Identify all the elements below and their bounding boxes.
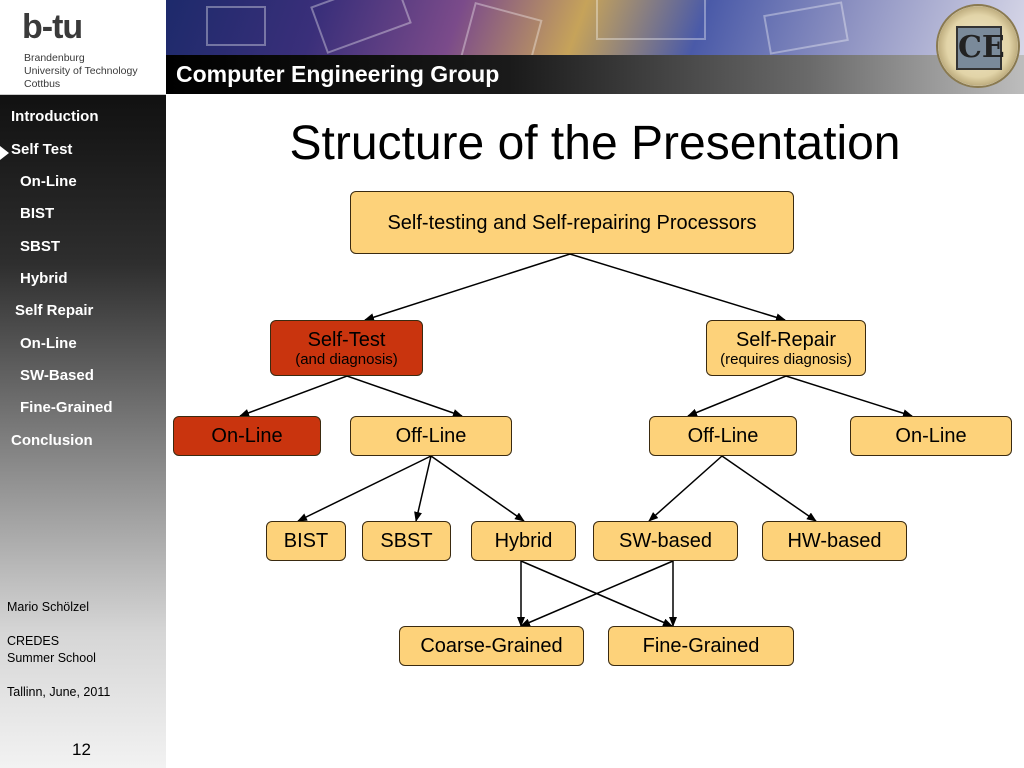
page-number: 12 <box>72 740 91 759</box>
node-repair-on-line-label: On-Line <box>895 425 967 447</box>
edge-test_offline-to-sbst <box>414 455 432 522</box>
node-sbst-label: SBST <box>380 530 433 552</box>
node-self-test-sublabel: (and diagnosis) <box>295 350 398 368</box>
node-self-repair-label: Self-Repair <box>735 328 837 351</box>
edge-self_repair-to-repair_online <box>785 375 913 418</box>
node-test-off-line: Off-Line <box>350 416 512 456</box>
group-bar <box>166 55 1024 94</box>
logo-mark: b-tu <box>22 8 83 46</box>
logo-line: Brandenburg <box>24 52 85 64</box>
sidebar-item-repair-on-line[interactable]: On-Line <box>20 335 77 352</box>
node-bist-label: BIST <box>283 530 329 552</box>
node-sbst: SBST <box>362 521 451 561</box>
node-coarse-grained-label: Coarse-Grained <box>420 635 563 657</box>
university-logo: b-tu Brandenburg University of Technolog… <box>0 0 166 95</box>
sidebar-item-on-line[interactable]: On-Line <box>20 173 77 190</box>
sidebar-item-sbst[interactable]: SBST <box>20 238 61 255</box>
sidebar-item-introduction[interactable]: Introduction <box>11 108 99 125</box>
node-fine-grained: Fine-Grained <box>608 626 794 666</box>
current-section-marker-icon <box>0 146 9 160</box>
edge-self_test-to-test_online <box>239 375 348 417</box>
edge-self_repair-to-repair_offline <box>687 375 787 417</box>
node-sw-based: SW-based <box>593 521 738 561</box>
node-sw-based-label: SW-based <box>618 530 712 552</box>
node-hw-based-label: HW-based <box>787 530 882 552</box>
event-subtitle: Summer School <box>7 651 96 665</box>
sidebar-item-self-test[interactable]: Self Test <box>11 141 73 158</box>
node-fine-grained-label: Fine-Grained <box>642 635 760 657</box>
slide-title: Structure of the Presentation <box>289 117 901 170</box>
logo-text: Brandenburg University of Technology Cot… <box>24 52 138 91</box>
node-root: Self-testing and Self-repairing Processo… <box>350 191 794 254</box>
edge-repair_offline-to-hw_based <box>721 455 817 522</box>
author-name: Mario Schölzel <box>7 600 89 614</box>
diagram-edges <box>239 253 913 627</box>
edge-repair_offline-to-sw_based <box>648 455 723 522</box>
node-hybrid-label: Hybrid <box>494 530 553 552</box>
edge-root-to-self_repair <box>569 253 786 322</box>
node-repair-off-line: Off-Line <box>649 416 797 456</box>
node-hybrid: Hybrid <box>471 521 576 561</box>
edge-test_offline-to-hybrid <box>430 455 525 522</box>
edge-self_test-to-test_offline <box>346 375 463 417</box>
node-self-repair-sublabel: (requires diagnosis) <box>720 350 852 368</box>
node-repair-on-line: On-Line <box>850 416 1012 456</box>
sidebar <box>0 95 166 768</box>
sidebar-item-hybrid[interactable]: Hybrid <box>20 270 68 287</box>
node-repair-off-line-label: Off-Line <box>687 425 759 447</box>
event-name: CREDES <box>7 634 60 648</box>
node-test-on-line: On-Line <box>173 416 321 456</box>
sidebar-item-fine-grained[interactable]: Fine-Grained <box>20 399 113 416</box>
node-coarse-grained: Coarse-Grained <box>399 626 584 666</box>
seal-letters: CE <box>956 26 1005 70</box>
sidebar-item-sw-based[interactable]: SW-Based <box>20 367 94 384</box>
node-self-test: Self-Test (and diagnosis) <box>270 320 423 376</box>
group-title: Computer Engineering Group <box>176 61 500 87</box>
node-hw-based: HW-based <box>762 521 907 561</box>
sidebar-item-self-repair[interactable]: Self Repair <box>15 302 94 319</box>
node-self-test-label: Self-Test <box>307 328 386 351</box>
header-banner-image <box>166 0 1024 55</box>
node-test-on-line-label: On-Line <box>211 425 283 447</box>
sidebar-item-bist[interactable]: BIST <box>20 205 55 222</box>
node-root-label: Self-testing and Self-repairing Processo… <box>387 211 757 234</box>
logo-line: Cottbus <box>24 78 61 90</box>
place-date: Tallinn, June, 2011 <box>7 685 111 699</box>
node-test-off-line-label: Off-Line <box>395 425 467 447</box>
logo-line: University of Technology <box>24 65 138 77</box>
sidebar-item-conclusion[interactable]: Conclusion <box>11 432 93 449</box>
node-self-repair: Self-Repair (requires diagnosis) <box>706 320 866 376</box>
edge-sw_based-to-coarse <box>520 560 674 627</box>
node-bist: BIST <box>266 521 346 561</box>
edge-root-to-self_test <box>364 253 571 322</box>
department-seal: CE <box>936 4 1020 88</box>
edge-test_offline-to-bist <box>297 455 432 522</box>
